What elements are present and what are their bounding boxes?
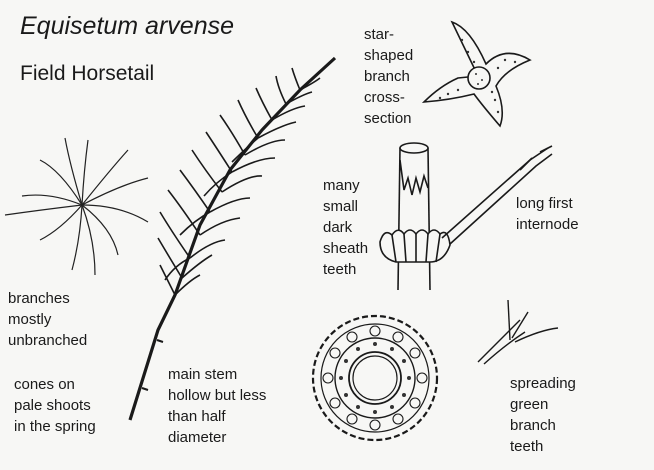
label-main-stem: main stem hollow but less than half diam… <box>168 366 267 446</box>
common-name-subtitle: Field Horsetail <box>20 62 155 85</box>
label-branches: branches mostly unbranched <box>8 290 88 349</box>
species-title: Equisetum arvense <box>20 12 235 40</box>
branch-whorl-drawing <box>4 137 149 276</box>
label-cones: cones on pale shoots in the spring <box>14 376 96 435</box>
branch-teeth-drawing <box>477 299 559 365</box>
label-sheath-teeth: many small dark sheath teeth <box>323 177 369 278</box>
stem-cross-section-drawing <box>311 314 439 442</box>
label-first-internode: long first internode <box>516 195 579 233</box>
label-branch-teeth: spreading green branch teeth <box>510 375 576 455</box>
label-branch-cross-section: star- shaped branch cross- section <box>364 26 414 127</box>
branch-cross-section-drawing <box>421 20 532 128</box>
stem-node-drawing <box>379 142 553 291</box>
plant-shoot-drawing <box>128 56 337 421</box>
